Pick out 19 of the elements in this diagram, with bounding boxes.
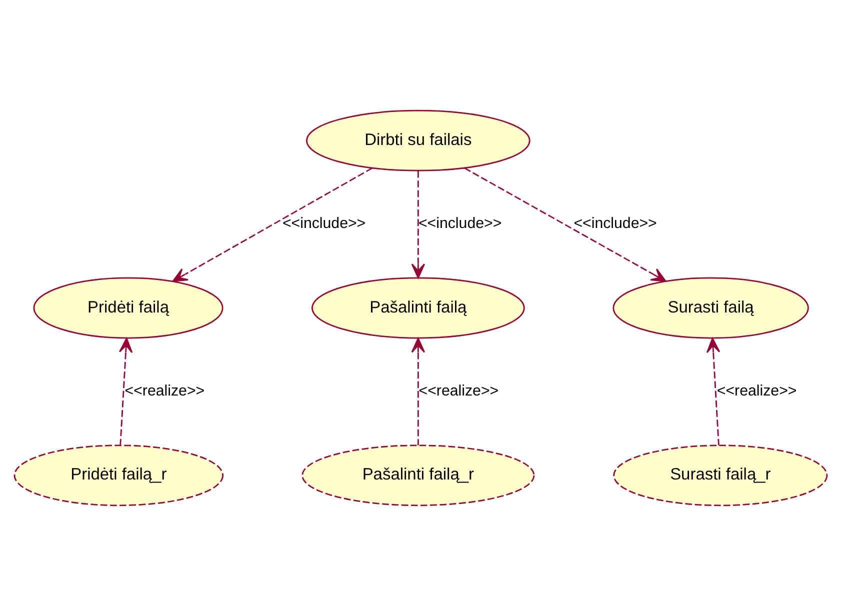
edge-label: <<realize>> <box>124 382 204 400</box>
node-ellipse: Dirbti su failais <box>306 110 530 172</box>
node-ellipse: Surasti failą <box>612 277 808 339</box>
arrow <box>410 338 425 446</box>
node-ellipse: Pašalinti failą <box>310 277 524 339</box>
node-ellipse: Pašalinti failą_r <box>301 444 534 506</box>
arrow <box>172 167 372 282</box>
edge-label: <<realize>> <box>716 382 796 400</box>
node-ellipse: Surasti failą_r <box>612 444 828 506</box>
edge-label: <<include>> <box>573 215 656 232</box>
arrow <box>118 338 132 446</box>
node-ellipse: Pridėti failą_r <box>13 444 224 506</box>
arrow <box>410 171 425 279</box>
edge-label: <<include>> <box>282 215 366 232</box>
node-ellipse: Pridėti failą <box>32 277 223 339</box>
arrow <box>706 338 720 446</box>
edge-label: <<realize>> <box>418 382 498 400</box>
edge-label: <<include>> <box>418 215 502 232</box>
arrow <box>464 167 666 282</box>
